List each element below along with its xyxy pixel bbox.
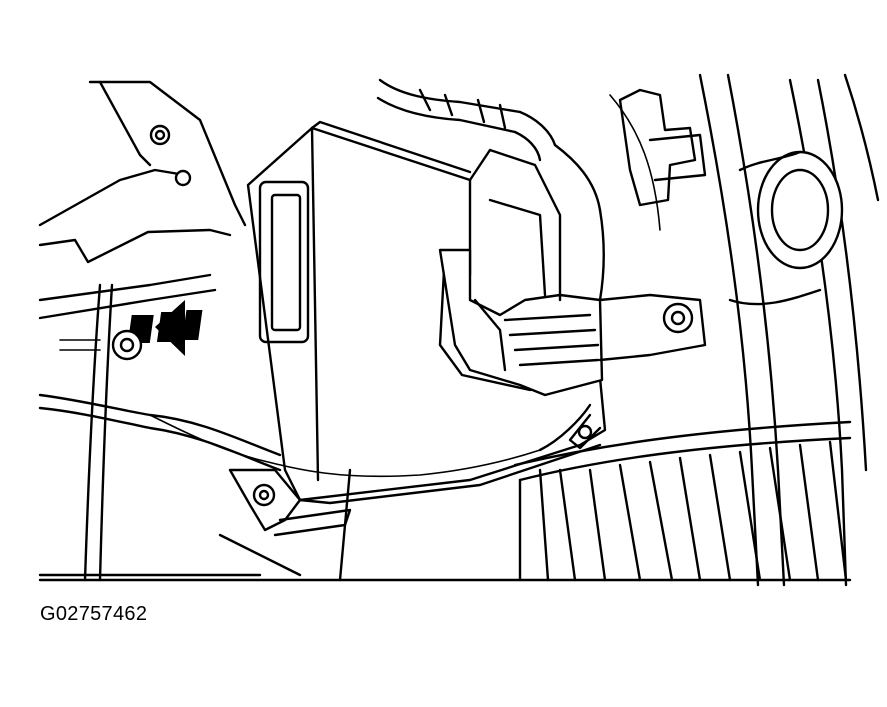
upper-right-bracket <box>618 88 844 306</box>
arrow-left-icon <box>127 300 203 356</box>
left-mount-bracket <box>38 80 247 320</box>
module-connector <box>438 148 604 397</box>
lower-bracket <box>228 468 352 537</box>
right-panel-lines <box>609 73 880 587</box>
lower-trim <box>38 420 852 582</box>
upper-hose <box>376 78 605 302</box>
component-location-illustration <box>38 73 880 587</box>
wire-harness <box>38 283 592 582</box>
figure-code-label: G02757462 <box>40 603 148 625</box>
right-mounting-bolt <box>568 293 707 450</box>
left-mounting-bolt <box>111 329 143 361</box>
